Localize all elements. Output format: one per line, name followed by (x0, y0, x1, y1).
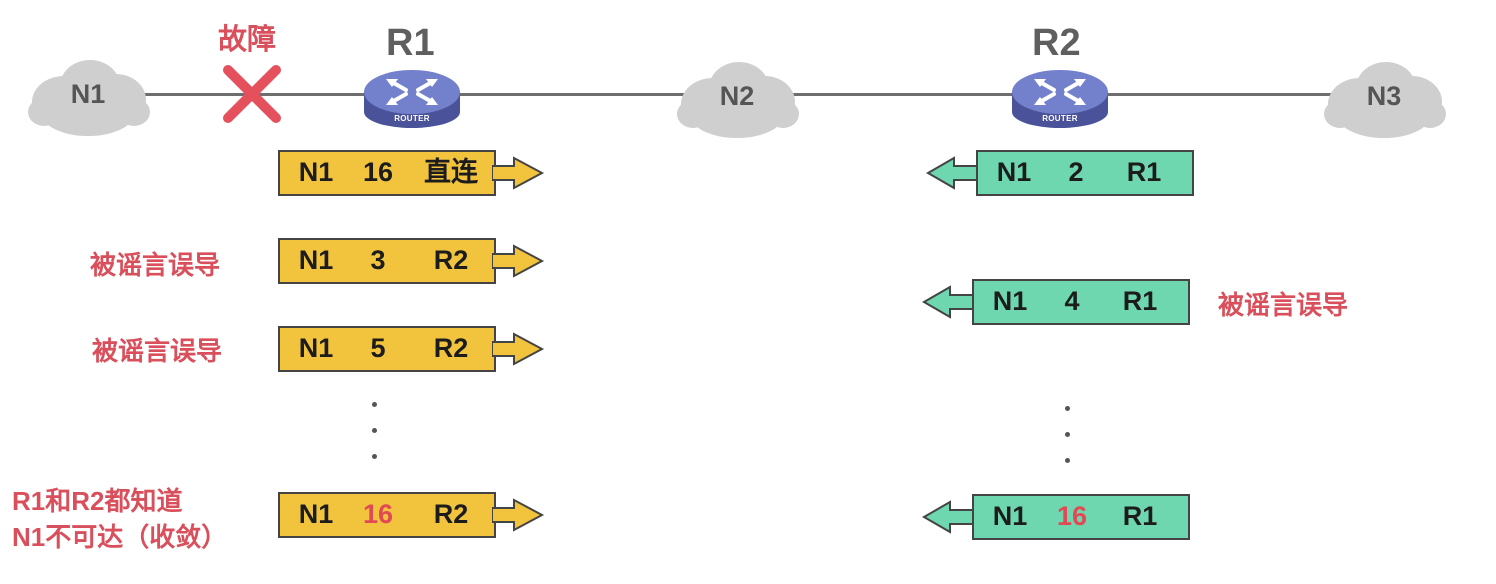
r2-entry-dest: N1 (992, 286, 1028, 316)
arrow-right-icon (492, 244, 545, 278)
note-converge-line2: N1不可达（收敛） (12, 522, 228, 552)
network-n3-cloud: N3 (1320, 54, 1448, 144)
cloud-icon (1324, 62, 1446, 138)
r2-entry-dest: N1 (992, 501, 1028, 531)
r1-entry-distance: 3 (370, 245, 386, 275)
network-n3-label: N3 (1366, 80, 1402, 111)
r2-entry: N1 16 R1 (920, 494, 1190, 540)
r1-entry: N1 3 R2 (278, 238, 548, 284)
r1-entry-dest: N1 (298, 499, 334, 529)
router-icon (364, 70, 460, 128)
arrow-right-icon (492, 498, 545, 532)
r2-entry-distance: 16 (1056, 501, 1088, 531)
arrow-left-icon (925, 156, 980, 190)
cloud-icon (28, 60, 150, 136)
continuation-dots (1063, 404, 1073, 468)
note-misled-r1-first: 被谣言误导 (90, 250, 221, 280)
r2-entry: N1 4 R1 (920, 279, 1190, 325)
arrow-left-icon (921, 500, 976, 534)
router-icon (1012, 70, 1108, 128)
r1-entry-dest: N1 (298, 333, 334, 363)
r1-entry-next: 直连 (424, 157, 478, 187)
r2-entry-next: R1 (1122, 501, 1158, 531)
router-r2-badge: ROUTER (1042, 114, 1078, 123)
arrow-left-icon (921, 285, 976, 319)
network-n1-cloud: N1 (24, 52, 152, 142)
network-n2-label: N2 (719, 80, 755, 111)
router-r1: ROUTER (362, 62, 462, 132)
r1-entry-distance: 5 (370, 333, 386, 363)
network-n1-label: N1 (70, 78, 106, 109)
router-r1-badge: ROUTER (394, 114, 430, 123)
r1-entry-distance: 16 (362, 157, 394, 187)
r2-entry: N1 2 R1 (924, 150, 1194, 196)
r2-entry-next: R1 (1126, 157, 1162, 187)
r1-entry: N1 16 直连 (278, 150, 548, 196)
note-misled-r1-second: 被谣言误导 (92, 336, 223, 366)
continuation-dots (370, 400, 380, 464)
note-misled-r2: 被谣言误导 (1218, 290, 1349, 320)
r1-entry-dest: N1 (298, 245, 334, 275)
link-n1-r1 (140, 93, 380, 96)
r2-entry-distance: 4 (1064, 286, 1080, 316)
r1-entry-dest: N1 (298, 157, 334, 187)
link-n2-r2 (790, 93, 1030, 96)
router-r2: ROUTER (1010, 62, 1110, 132)
arrow-right-icon (492, 156, 545, 190)
r1-entry: N1 16 R2 (278, 492, 548, 538)
network-n2-cloud: N2 (673, 54, 801, 144)
note-converge-line1: R1和R2都知道 (12, 486, 183, 516)
r1-entry-next: R2 (433, 499, 469, 529)
r1-entry-next: R2 (433, 333, 469, 363)
r2-entry-distance: 2 (1068, 157, 1084, 187)
link-r2-n3 (1100, 93, 1340, 96)
link-r1-n2 (450, 93, 700, 96)
r1-entry: N1 5 R2 (278, 326, 548, 372)
fault-label: 故障 (218, 24, 277, 56)
cloud-icon (677, 62, 799, 138)
r1-entry-next: R2 (433, 245, 469, 275)
r1-entry-distance: 16 (362, 499, 394, 529)
arrow-right-icon (492, 332, 545, 366)
router-r1-name: R1 (386, 22, 435, 64)
r2-entry-next: R1 (1122, 286, 1158, 316)
fault-x-icon (223, 65, 281, 123)
r2-entry-dest: N1 (996, 157, 1032, 187)
router-r2-name: R2 (1032, 22, 1081, 64)
